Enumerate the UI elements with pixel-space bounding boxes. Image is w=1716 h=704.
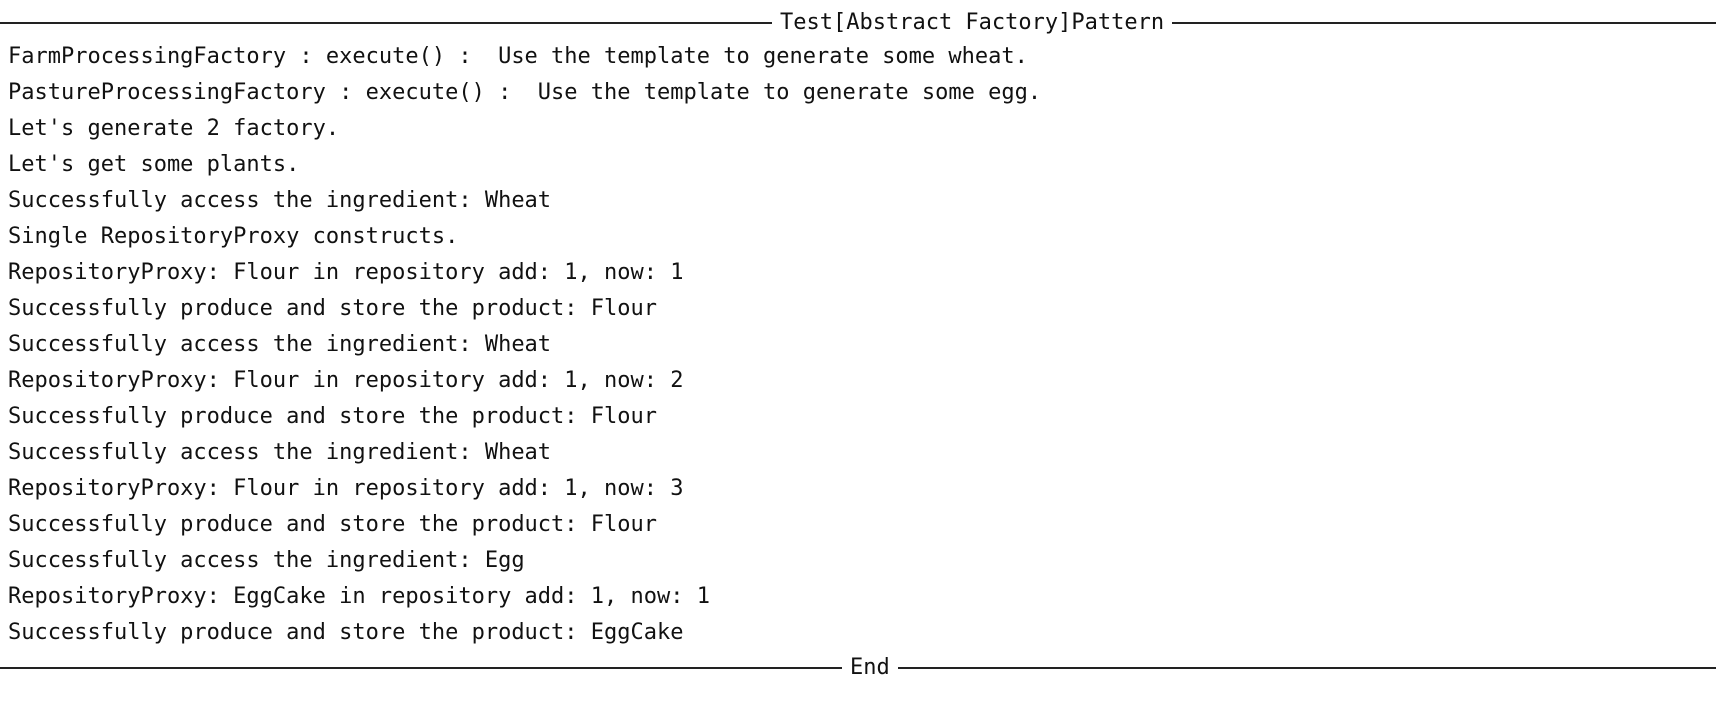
log-line: Let's get some plants. [8,152,300,177]
log-line: Successfully produce and store the produ… [8,404,658,429]
log-line: PastureProcessingFactory : execute() : U… [8,80,1042,105]
log-line: RepositoryProxy: Flour in repository add… [8,476,684,501]
log-line: RepositoryProxy: Flour in repository add… [8,368,684,393]
log-line: Successfully produce and store the produ… [8,620,684,645]
log-line: FarmProcessingFactory : execute() : Use … [8,44,1028,69]
log-line: Successfully access the ingredient: Whea… [8,332,552,357]
footer-rule: End [0,651,1716,684]
header-title: Test[Abstract Factory]Pattern [780,10,1165,35]
header-rule: Test[Abstract Factory]Pattern [0,6,1716,39]
header-right-divider [1172,22,1716,24]
log-line: Successfully access the ingredient: Whea… [8,440,552,465]
console-output: Test[Abstract Factory]Pattern FarmProces… [0,6,1716,684]
log-line: Let's generate 2 factory. [8,116,340,141]
header-left-divider [0,22,772,24]
log-line: Successfully access the ingredient: Whea… [8,188,552,213]
log-line: RepositoryProxy: EggCake in repository a… [8,584,710,609]
log-line: Single RepositoryProxy constructs. [8,224,459,249]
footer-title: End [850,655,890,680]
log-line: RepositoryProxy: Flour in repository add… [8,260,684,285]
log-lines: FarmProcessingFactory : execute() : Use … [0,39,1716,651]
log-line: Successfully access the ingredient: Egg [8,548,525,573]
log-line: Successfully produce and store the produ… [8,512,658,537]
log-line: Successfully produce and store the produ… [8,296,658,321]
footer-right-divider [897,667,1716,669]
footer-left-divider [0,667,842,669]
